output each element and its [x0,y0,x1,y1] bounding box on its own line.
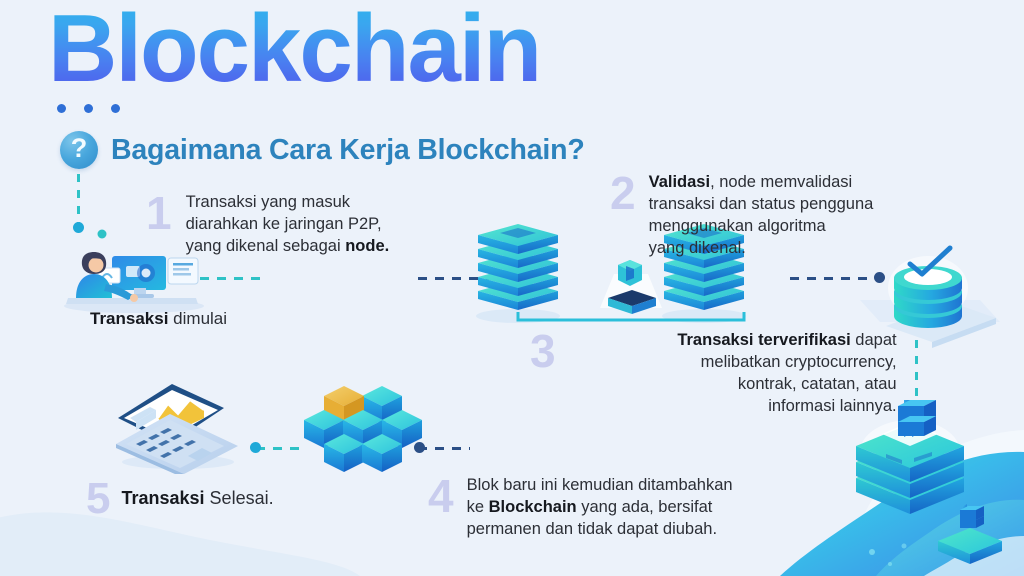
step-5: 5 Transaksi Selesai. [86,474,274,523]
database-check-illustration [886,245,996,348]
step-2-emphasis: Validasi [648,173,711,191]
step-5-tail: Selesai. [204,488,274,509]
caption-start-emphasis: Transaksi [90,309,169,328]
step-5-text: Transaksi Selesai. [121,487,273,511]
subtitle-row: ? Bagaimana Cara Kerja Blockchain? [60,131,585,169]
step-1-lead: Transaksi yang masuk diarahkan ke jaring… [185,193,382,255]
page-title: Blockchain [48,0,542,104]
connector-vertical-intro [77,174,80,224]
step-2: 2 Validasi, node memvalidasi transaksi d… [610,167,979,260]
step-4-number: 4 [428,470,454,522]
bitcoin-symbol-icon [898,400,936,437]
step-1-emphasis: node. [345,236,390,255]
caption-start-tail: dimulai [168,309,228,328]
person-at-computer-illustration [64,229,204,313]
step-4-lead: Blok baru ini kemudian ditambahkan ke [466,476,733,516]
step-4-tail: yang ada, bersifat permanen dan tidak da… [466,497,718,538]
step-4-text: Blok baru ini kemudian ditambahkan ke Bl… [467,475,857,541]
connector-servers-to-database [790,277,880,280]
step-5-emphasis: Transaksi [121,488,205,509]
connector-to-servers [418,277,508,280]
connector-dot-laptop [250,442,261,453]
step-3: 3 Transaksi terverifikasi dapat melibatk… [530,325,897,418]
connector-dot-database [874,272,885,283]
laptop-chart-illustration [116,384,238,474]
step-5-number: 5 [86,474,111,523]
question-mark-icon: ? [60,131,98,169]
bitcoin-server-illustration [856,400,1002,566]
step-2-tail: , node memvalidasi transaksi dan status … [648,173,874,257]
step-4: 4 Blok baru ini kemudian ditambahkan ke … [428,470,857,541]
caption-transaction-started: Transaksi dimulai [90,309,227,329]
step-1: 1 Transaksi yang masuk diarahkan ke jari… [146,187,476,258]
step-3-tail: dapat melibatkan cryptocurrency, kontrak… [700,331,897,415]
title-dots-decoration [57,104,120,113]
connector-vertical-right [915,340,918,410]
cube-cluster-illustration [304,386,422,472]
server-rack-pair-illustration [476,224,746,323]
step-2-text: Validasi, node memvalidasi transaksi dan… [649,172,979,260]
step-1-number: 1 [146,187,172,239]
step-4-emphasis: Blockchain [488,497,577,516]
connector-cubes-to-laptop [256,447,304,450]
bitcoin-symbol-small-icon [960,504,984,528]
connector-step4-to-cubes [418,447,470,450]
bitcoin-coin-icon [618,260,642,286]
step-3-emphasis: Transaksi terverifikasi [677,331,851,349]
subtitle-text: Bagaimana Cara Kerja Blockchain? [111,133,585,166]
step-1-text: Transaksi yang masuk diarahkan ke jaring… [186,192,476,258]
connector-dot-cubes [414,442,425,453]
connector-dot-intro [73,222,84,233]
step-3-number: 3 [530,325,556,377]
step-2-number: 2 [610,167,636,219]
step-3-text: Transaksi terverifikasi dapat melibatkan… [567,330,897,418]
connector-step1-to-servers [200,277,268,280]
